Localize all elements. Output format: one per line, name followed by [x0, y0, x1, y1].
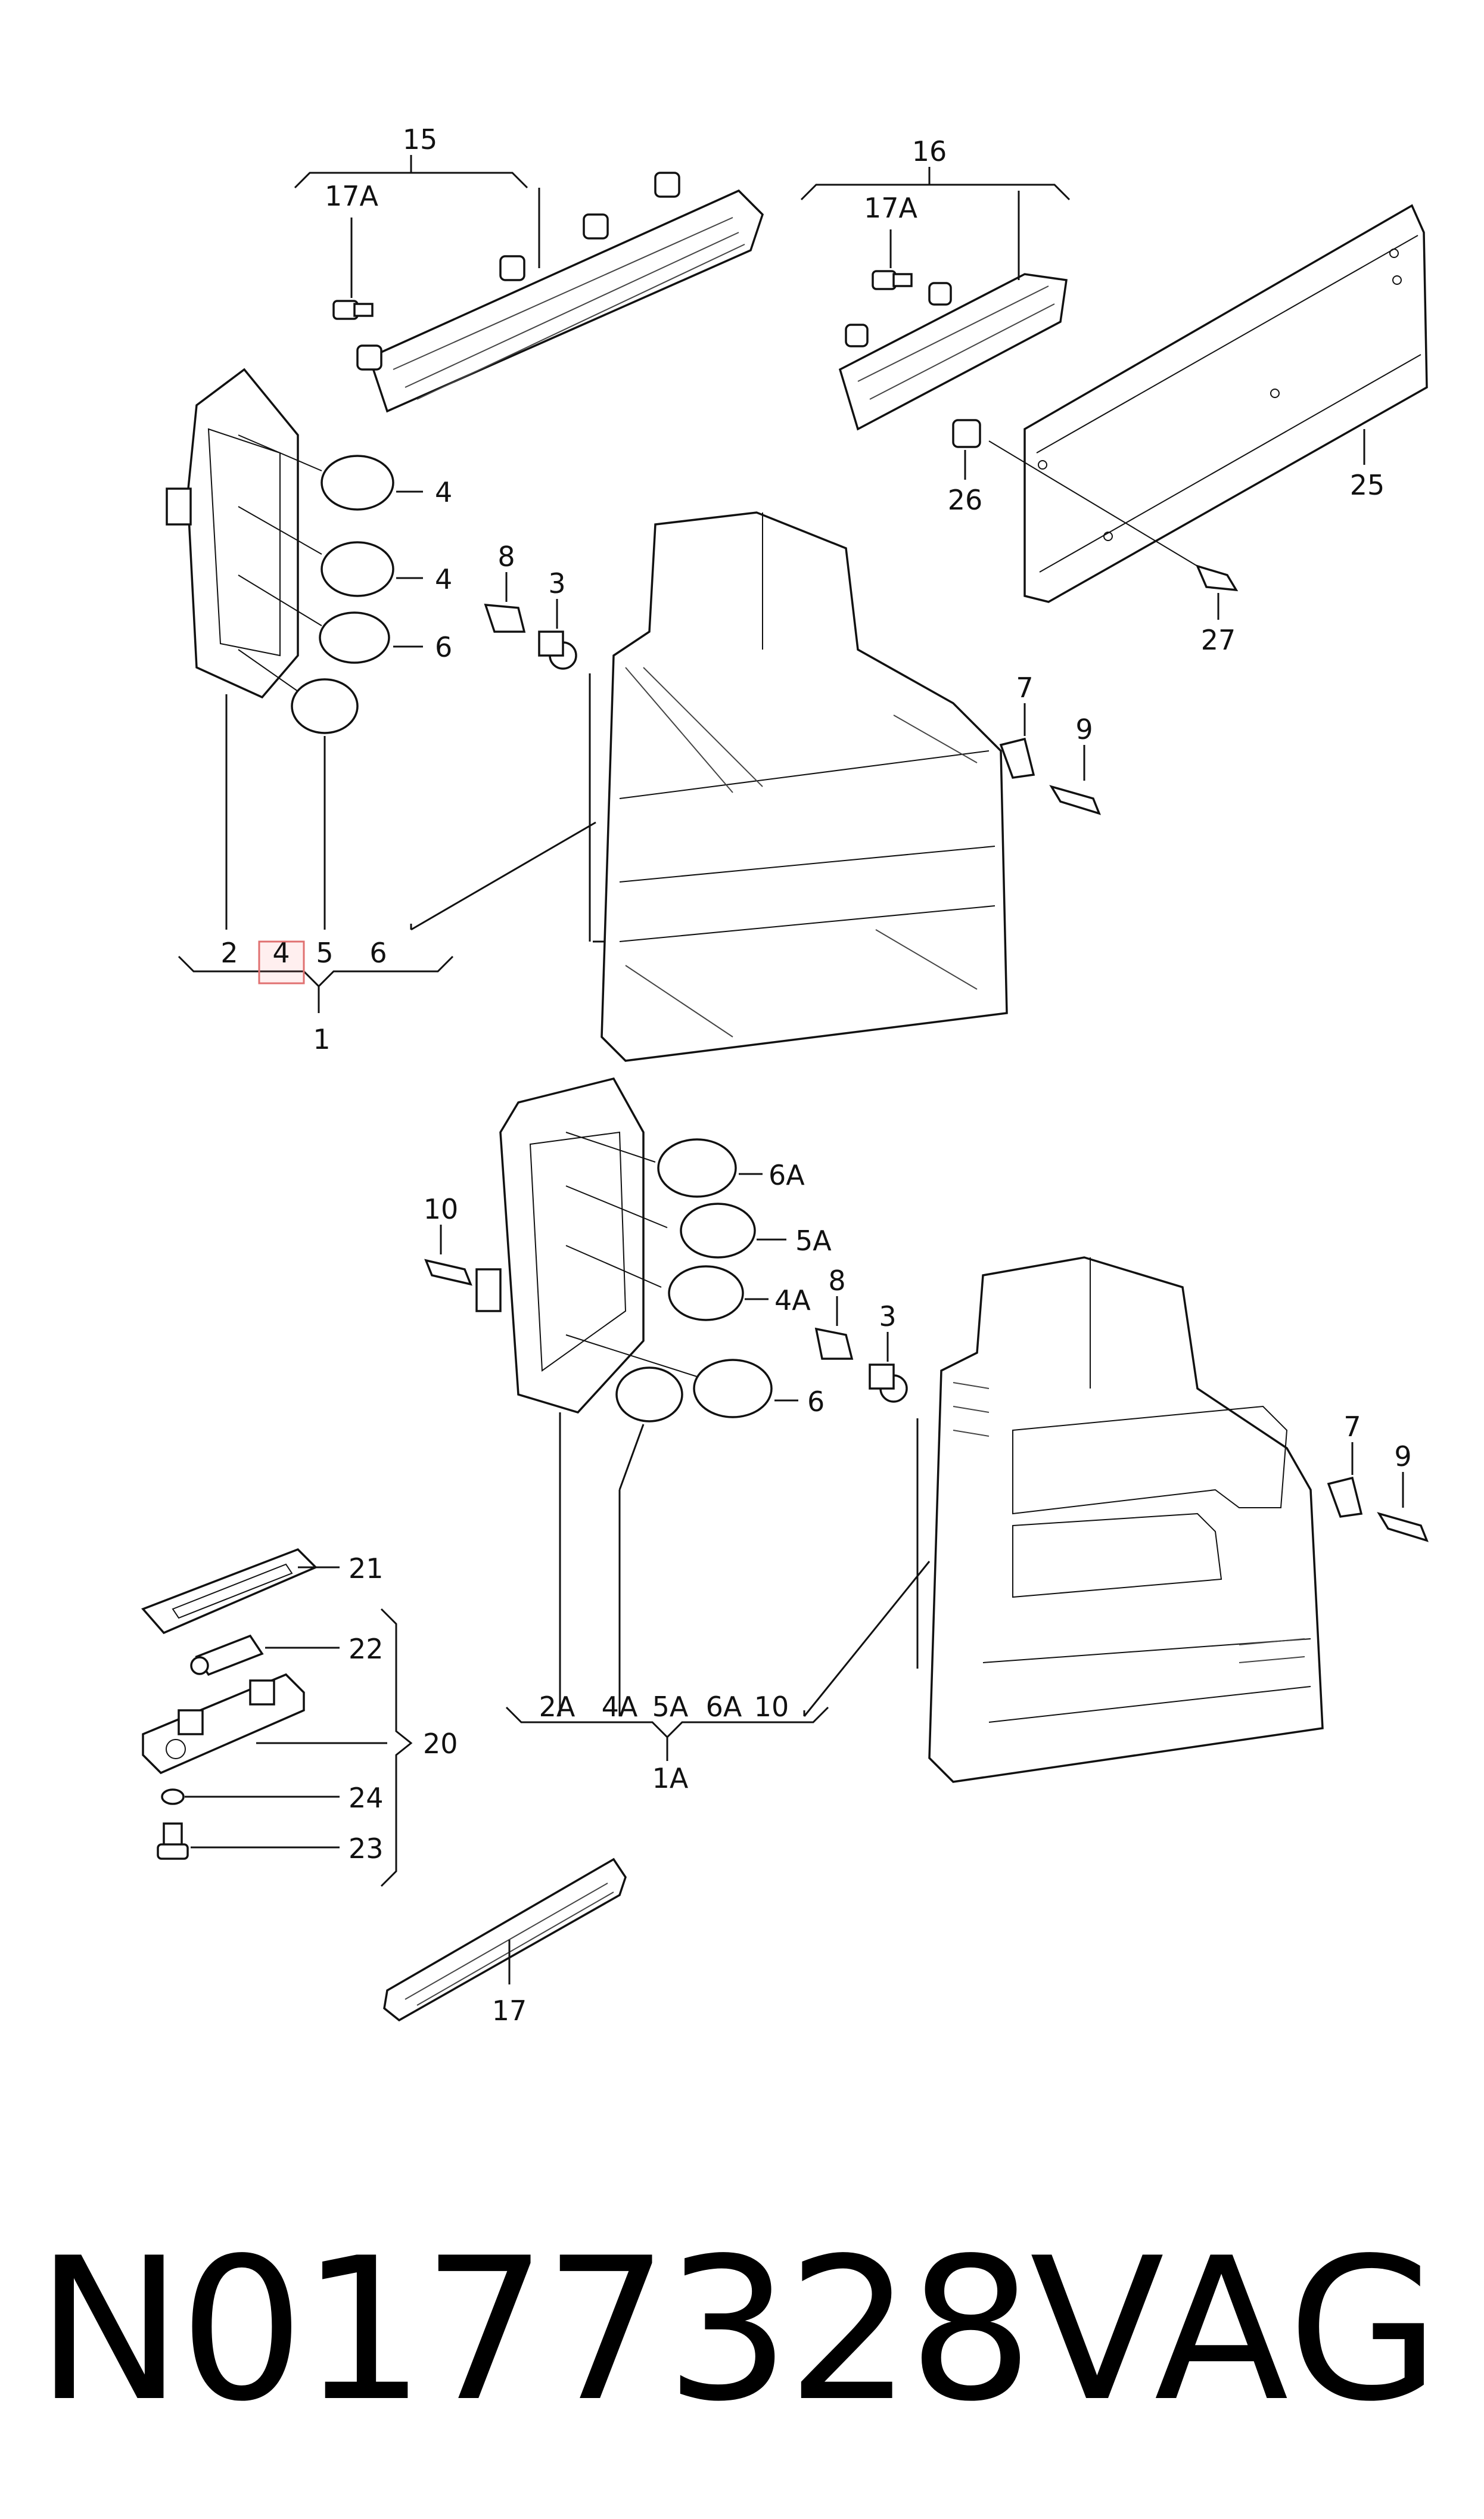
label-10-bottom: 10 [754, 1691, 789, 1723]
highlight-box [258, 940, 305, 984]
screw-27 [1195, 564, 1239, 592]
label-17a-left: 17A [325, 180, 379, 212]
label-1: 1 [313, 1023, 330, 1055]
bulb-holder-upper [166, 368, 299, 699]
grommet-3-lower [869, 1363, 908, 1403]
label-17: 17 [492, 1995, 527, 2026]
label-16: 16 [912, 135, 947, 167]
label-7-upper: 7 [1016, 672, 1033, 704]
mounting-bracket-25 [1023, 204, 1428, 603]
screw-17a-right [872, 270, 913, 290]
label-5-bottom: 5 [316, 937, 333, 969]
bulb-4a-small [615, 1366, 683, 1422]
nut-7-lower [1327, 1476, 1363, 1518]
bulb-5 [238, 649, 359, 734]
label-9-upper: 9 [1075, 713, 1093, 746]
label-4-bottom: 4 [272, 937, 290, 969]
label-1a: 1A [652, 1762, 689, 1794]
label-26: 26 [948, 484, 983, 516]
label-6a-bottom: 6A [706, 1691, 742, 1723]
label-5a-bottom: 5A [652, 1691, 689, 1723]
label-8-lower: 8 [828, 1265, 845, 1297]
clip-26 [952, 419, 981, 448]
screw-9-upper [1049, 785, 1101, 815]
label-17a-right: 17A [864, 192, 918, 224]
tail-light-upper [601, 511, 1008, 1062]
washer-24 [161, 1788, 185, 1805]
label-25: 25 [1350, 469, 1385, 501]
screw-9-lower [1377, 1512, 1429, 1542]
label-3-upper: 3 [548, 567, 565, 600]
label-15: 15 [403, 123, 438, 156]
label-6a: 6A [769, 1159, 805, 1191]
label-20: 20 [423, 1728, 458, 1760]
label-22: 22 [349, 1633, 384, 1665]
screw-23 [157, 1822, 189, 1860]
screw-8-lower [814, 1327, 854, 1360]
tail-light-lower [928, 1256, 1324, 1783]
label-4a: 4A [774, 1284, 811, 1316]
label-3-lower: 3 [879, 1300, 896, 1333]
bulb-4b [238, 506, 394, 597]
label-21: 21 [349, 1552, 384, 1585]
label-2a: 2A [539, 1691, 575, 1723]
bulb-22 [190, 1634, 264, 1676]
bulb-6-lower [565, 1334, 773, 1418]
bulb-6a [565, 1132, 737, 1198]
label-4-upper: 4 [435, 476, 452, 508]
label-7-lower: 7 [1343, 1411, 1361, 1443]
label-10: 10 [424, 1193, 459, 1225]
label-4-middle: 4 [435, 563, 452, 595]
lamp-housing-20 [142, 1673, 305, 1775]
gasket-21 [141, 1548, 318, 1635]
screw-17a-left [332, 300, 374, 320]
third-brake-light-left [356, 172, 764, 413]
bulb-6 [238, 574, 390, 664]
label-4a-bottom: 4A [602, 1691, 638, 1723]
caption: N0177328 VAG [0, 2205, 1484, 2455]
label-6-upper: 6 [435, 631, 452, 663]
label-5a: 5A [795, 1225, 832, 1257]
label-27: 27 [1201, 624, 1236, 656]
brand-name: VAG [1029, 2216, 1442, 2445]
reflector-17 [383, 1858, 627, 2022]
label-8-upper: 8 [497, 541, 515, 573]
grommet-3-upper [538, 630, 577, 670]
label-6-bottom: 6 [369, 937, 387, 969]
part-number: N0177328 [36, 2216, 1034, 2445]
side-light-16 [838, 273, 1068, 431]
label-2-bottom: 2 [220, 937, 238, 969]
label-9-lower: 9 [1394, 1440, 1411, 1473]
bulb-5a [565, 1185, 756, 1259]
bulb-4a [565, 1245, 744, 1321]
parts-exploded-diagram: 15 17A 16 17A 25 26 27 [141, 123, 1429, 2026]
screw-10 [424, 1259, 472, 1286]
bulb-holder-lower [475, 1077, 645, 1414]
label-23: 23 [349, 1832, 384, 1865]
label-6-lower: 6 [807, 1386, 825, 1418]
bulb-4a [238, 434, 394, 511]
label-24: 24 [349, 1782, 384, 1814]
nut-7-upper [999, 737, 1035, 779]
screw-8-upper [484, 604, 526, 633]
